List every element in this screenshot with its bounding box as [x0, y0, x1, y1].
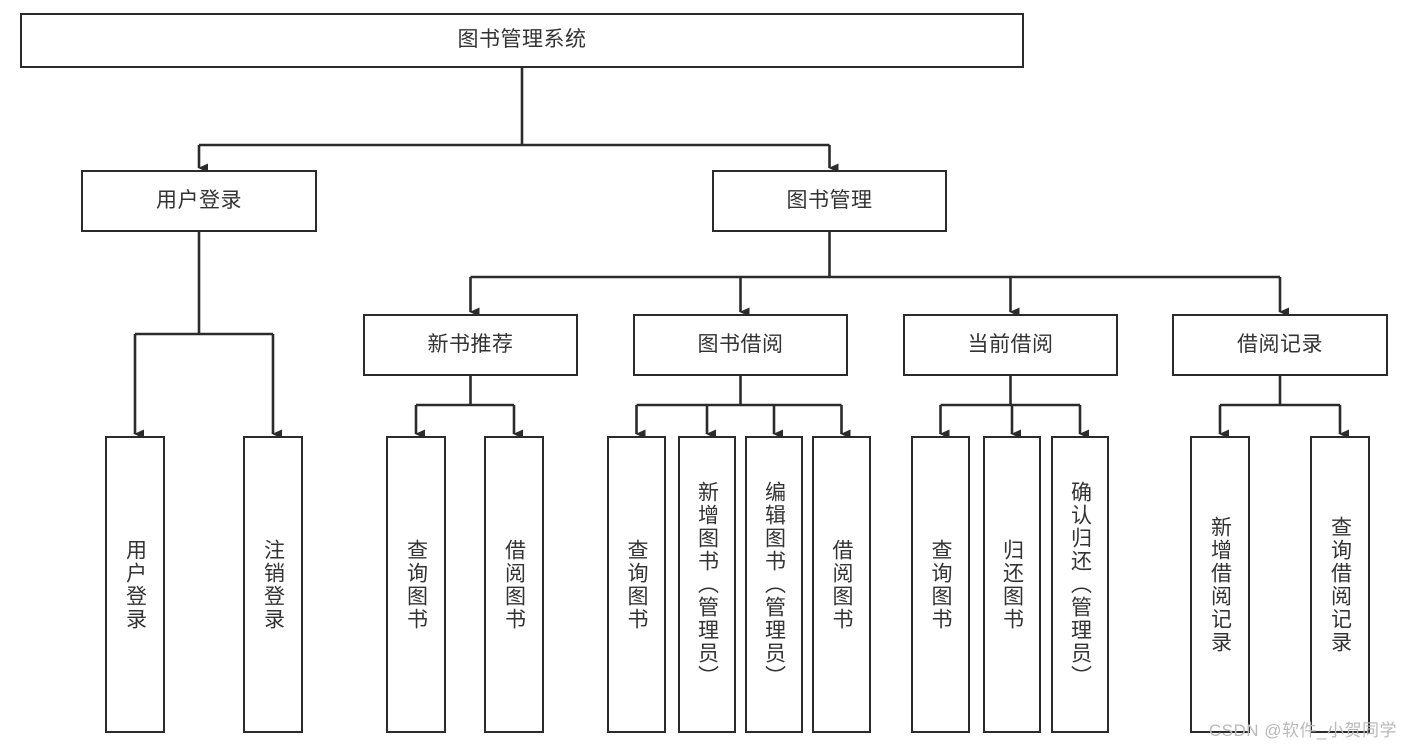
node-label: 查询借阅记录 [1328, 515, 1352, 654]
node-label-wrapper: 查询图书 [388, 438, 444, 731]
branch-node[interactable]: 新书推荐 [363, 314, 578, 376]
node-label: 新增图书（管理员） [695, 481, 719, 688]
leaf-node[interactable]: 归还图书 [983, 436, 1041, 733]
node-label-wrapper: 借阅记录 [1174, 316, 1386, 374]
node-label: 查询图书 [404, 538, 428, 631]
branch-node[interactable]: 当前借阅 [903, 314, 1118, 376]
node-label-wrapper: 用户登录 [83, 172, 315, 230]
node-label-wrapper: 用户登录 [107, 438, 163, 731]
branch-node[interactable]: 图书借阅 [633, 314, 848, 376]
leaf-node[interactable]: 查询图书 [607, 436, 666, 733]
node-label: 图书管理 [786, 188, 873, 212]
watermark-text: CSDN @软件_小贺同学 [1208, 721, 1397, 740]
leaf-node[interactable]: 借阅图书 [812, 436, 871, 733]
node-label-wrapper: 图书管理 [714, 172, 945, 230]
leaf-node[interactable]: 新增图书（管理员） [678, 436, 736, 733]
node-label: 新书推荐 [427, 332, 514, 356]
node-label: 图书借阅 [697, 332, 784, 356]
leaf-node[interactable]: 新增借阅记录 [1190, 436, 1250, 733]
node-label-wrapper: 编辑图书（管理员） [747, 438, 801, 731]
node-label: 查询图书 [929, 538, 952, 631]
node-label-wrapper: 查询图书 [609, 438, 664, 731]
leaf-node[interactable]: 查询借阅记录 [1310, 436, 1370, 733]
node-label-wrapper: 查询借阅记录 [1312, 438, 1368, 731]
leaf-node[interactable]: 注销登录 [243, 436, 303, 733]
node-label-wrapper: 注销登录 [245, 438, 301, 731]
node-label-wrapper: 查询图书 [913, 438, 968, 731]
leaf-node[interactable]: 查询图书 [911, 436, 970, 733]
leaf-node[interactable]: 编辑图书（管理员） [745, 436, 803, 733]
node-label: 注销登录 [261, 538, 285, 631]
node-label-wrapper: 确认归还（管理员） [1053, 438, 1107, 731]
node-label: 确认归还（管理员） [1068, 481, 1092, 688]
node-label: 当前借阅 [967, 332, 1054, 356]
node-label: 新增借阅记录 [1208, 515, 1232, 654]
node-label: 借阅图书 [830, 538, 853, 631]
branch-node[interactable]: 借阅记录 [1172, 314, 1388, 376]
node-label: 归还图书 [1000, 538, 1024, 631]
node-label: 借阅记录 [1237, 332, 1323, 356]
node-label: 用户登录 [156, 188, 242, 212]
branch-node[interactable]: 图书管理 [712, 170, 947, 232]
node-label-wrapper: 新增图书（管理员） [680, 438, 734, 731]
node-label: 图书管理系统 [457, 28, 587, 52]
node-label-wrapper: 图书管理系统 [22, 15, 1022, 66]
node-label: 编辑图书（管理员） [762, 481, 786, 688]
leaf-node[interactable]: 借阅图书 [484, 436, 544, 733]
node-label: 查询图书 [625, 538, 648, 631]
branch-node[interactable]: 用户登录 [81, 170, 317, 232]
node-label-wrapper: 借阅图书 [814, 438, 869, 731]
leaf-node[interactable]: 确认归还（管理员） [1051, 436, 1109, 733]
leaf-node[interactable]: 用户登录 [105, 436, 165, 733]
node-label-wrapper: 图书借阅 [635, 316, 846, 374]
node-label: 借阅图书 [502, 538, 526, 631]
node-label-wrapper: 归还图书 [985, 438, 1039, 731]
node-label-wrapper: 新书推荐 [365, 316, 576, 374]
node-label-wrapper: 新增借阅记录 [1192, 438, 1248, 731]
root-node[interactable]: 图书管理系统 [20, 13, 1024, 68]
node-label-wrapper: 当前借阅 [905, 316, 1116, 374]
leaf-node[interactable]: 查询图书 [386, 436, 446, 733]
node-label: 用户登录 [123, 538, 147, 631]
node-label-wrapper: 借阅图书 [486, 438, 542, 731]
